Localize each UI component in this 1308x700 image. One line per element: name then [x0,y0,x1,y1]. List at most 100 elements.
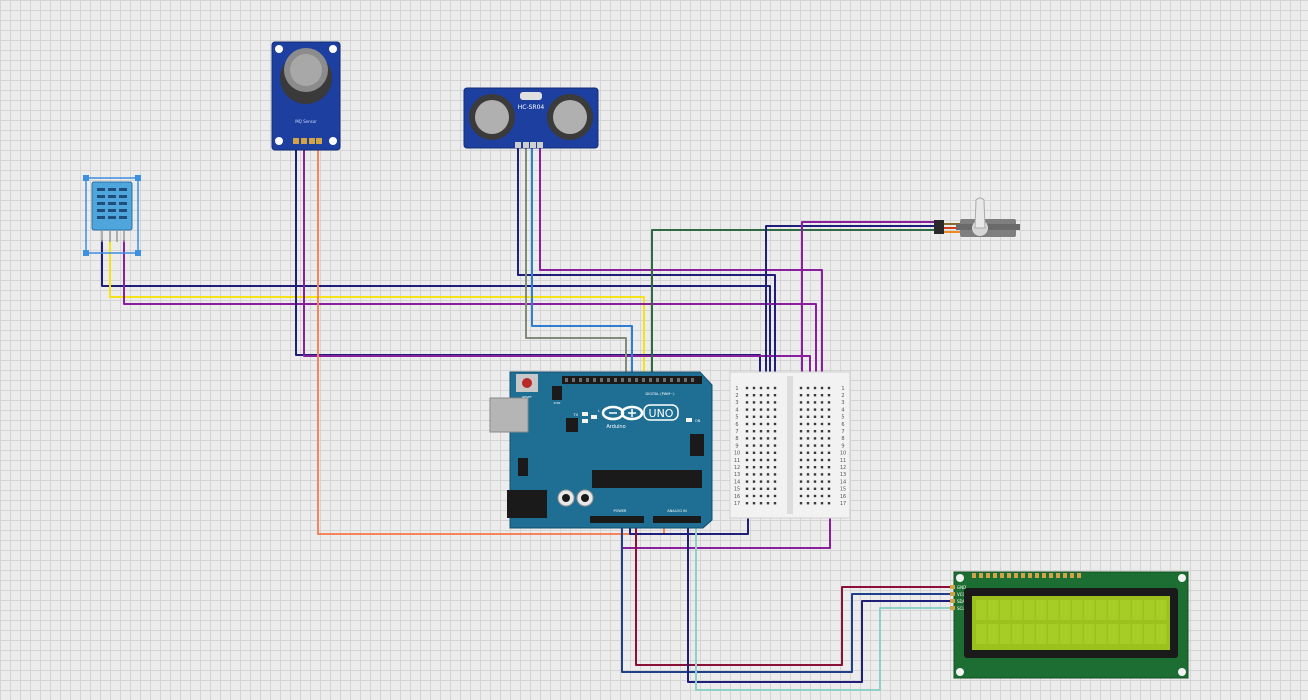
breadboard-hole[interactable] [766,437,770,440]
breadboard-hole[interactable] [813,494,817,498]
breadboard-hole[interactable] [773,408,777,411]
breadboard-hole[interactable] [773,430,777,433]
breadboard-hole[interactable] [827,386,831,390]
breadboard-hole[interactable] [827,466,831,469]
breadboard-hole[interactable] [813,422,817,426]
selection-handle[interactable] [83,175,89,181]
wire-lcd-scl[interactable] [695,520,952,691]
breadboard-hole[interactable] [766,430,770,433]
breadboard-hole[interactable] [752,386,756,390]
wire-servo-gnd[interactable] [765,225,940,385]
breadboard-hole[interactable] [820,437,824,440]
breadboard-hole[interactable] [745,502,749,505]
breadboard-hole[interactable] [813,394,817,397]
breadboard-hole[interactable] [766,502,770,505]
breadboard-hole[interactable] [820,394,824,397]
breadboard-hole[interactable] [766,394,770,397]
breadboard-hole[interactable] [766,408,770,411]
breadboard-hole[interactable] [745,487,749,490]
breadboard-hole[interactable] [759,422,763,426]
breadboard-hole[interactable] [813,466,817,469]
breadboard-hole[interactable] [806,473,810,476]
reset-button[interactable] [522,378,532,388]
breadboard-hole[interactable] [799,466,803,469]
breadboard-hole[interactable] [752,437,756,440]
wire-servo-signal[interactable] [651,229,940,378]
breadboard-hole[interactable] [813,401,817,404]
breadboard-hole[interactable] [745,430,749,433]
breadboard-hole[interactable] [813,430,817,433]
breadboard-hole[interactable] [773,502,777,505]
breadboard-hole[interactable] [799,480,803,483]
breadboard-hole[interactable] [827,422,831,426]
breadboard-hole[interactable] [799,458,803,462]
breadboard-hole[interactable] [752,494,756,498]
breadboard-hole[interactable] [752,487,756,490]
breadboard-hole[interactable] [759,473,763,476]
breadboard-hole[interactable] [752,430,756,433]
breadboard-hole[interactable] [806,487,810,490]
breadboard-hole[interactable] [752,451,756,454]
breadboard-hole[interactable] [820,487,824,490]
wire-dht-vcc[interactable] [123,240,817,385]
breadboard-hole[interactable] [766,473,770,476]
breadboard-hole[interactable] [806,394,810,397]
breadboard-hole[interactable] [759,487,763,490]
breadboard-hole[interactable] [806,422,810,426]
selection-handle[interactable] [135,175,141,181]
breadboard-hole[interactable] [813,437,817,440]
breadboard-hole[interactable] [766,480,770,483]
breadboard-hole[interactable] [759,480,763,483]
wire-us-echo[interactable] [525,148,627,378]
breadboard-hole[interactable] [813,458,817,462]
breadboard-hole[interactable] [745,444,749,447]
breadboard-hole[interactable] [745,437,749,440]
breadboard-hole[interactable] [820,494,824,498]
breadboard-hole[interactable] [820,415,824,418]
breadboard-hole[interactable] [799,473,803,476]
breadboard-hole[interactable] [759,430,763,433]
breadboard-hole[interactable] [773,466,777,469]
breadboard-hole[interactable] [813,451,817,454]
breadboard-hole[interactable] [752,502,756,505]
breadboard-hole[interactable] [799,422,803,426]
breadboard-hole[interactable] [820,401,824,404]
breadboard-hole[interactable] [799,401,803,404]
wire-dht-data[interactable] [109,240,645,378]
breadboard-hole[interactable] [827,473,831,476]
breadboard-hole[interactable] [745,494,749,498]
breadboard-hole[interactable] [759,458,763,462]
breadboard-hole[interactable] [766,451,770,454]
breadboard-hole[interactable] [759,394,763,397]
breadboard-hole[interactable] [806,466,810,469]
breadboard-hole[interactable] [759,444,763,447]
breadboard-hole[interactable] [813,386,817,390]
breadboard-hole[interactable] [820,422,824,426]
breadboard-hole[interactable] [773,386,777,390]
arduino-uno[interactable]: RESET DIGITAL (PWM~) ICSP TX RX L UNO Ar… [489,371,713,529]
breadboard-hole[interactable] [752,408,756,411]
breadboard-hole[interactable] [773,394,777,397]
breadboard-hole[interactable] [813,487,817,490]
breadboard-hole[interactable] [766,487,770,490]
breadboard-hole[interactable] [773,415,777,418]
breadboard-hole[interactable] [759,408,763,411]
breadboard-hole[interactable] [813,408,817,411]
breadboard-hole[interactable] [799,430,803,433]
breadboard-hole[interactable] [773,473,777,476]
breadboard-hole[interactable] [799,415,803,418]
breadboard-hole[interactable] [773,422,777,426]
breadboard-hole[interactable] [766,494,770,498]
breadboard-hole[interactable] [827,494,831,498]
servo-motor[interactable] [934,197,1020,237]
breadboard-hole[interactable] [759,437,763,440]
breadboard-hole[interactable] [827,480,831,483]
ultrasonic-sensor[interactable]: HC-SR04 [463,87,599,149]
breadboard-hole[interactable] [799,451,803,454]
breadboard-hole[interactable] [813,415,817,418]
wire-lcd-vcc[interactable] [621,520,952,673]
breadboard-hole[interactable] [820,466,824,469]
breadboard-hole[interactable] [752,473,756,476]
breadboard-hole[interactable] [820,480,824,483]
